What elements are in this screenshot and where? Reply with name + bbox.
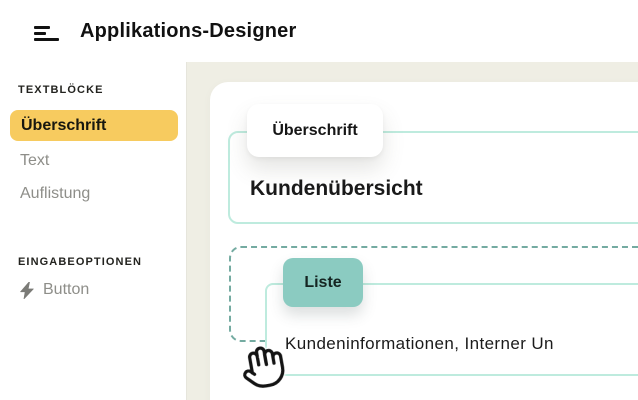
list-chip-label: Liste: [304, 273, 342, 291]
sidebar-item-button[interactable]: Button: [20, 280, 89, 300]
header-bar: Applikations-Designer: [0, 0, 638, 62]
sidebar-section-eingabeoptionen: EINGABEOPTIONEN: [18, 256, 143, 268]
heading-block-chip[interactable]: Überschrift: [247, 104, 383, 157]
sidebar-item-label: Überschrift: [21, 116, 107, 134]
sidebar-item-text[interactable]: Text: [20, 152, 50, 169]
hamburger-icon[interactable]: [34, 26, 60, 42]
heading-block-outline[interactable]: [228, 131, 638, 224]
heading-block-text: Kundenübersicht: [250, 177, 423, 200]
sidebar-section-textbloecke: TEXTBLÖCKE: [18, 84, 104, 96]
sidebar-item-ueberschrift[interactable]: Überschrift: [10, 110, 178, 141]
sidebar: TEXTBLÖCKE Überschrift Text Auflistung E…: [0, 62, 187, 400]
list-block-text: Kundeninformationen, Interner Un: [285, 334, 554, 353]
lightning-bolt-icon: [20, 281, 34, 299]
sidebar-item-label: Button: [43, 281, 90, 298]
designer-canvas: Überschrift Kundenübersicht Kundeninform…: [187, 62, 638, 400]
app-title: Applikations-Designer: [80, 19, 297, 42]
sidebar-item-auflistung[interactable]: Auflistung: [20, 185, 91, 202]
heading-chip-label: Überschrift: [272, 121, 358, 139]
list-block-chip[interactable]: Liste: [283, 258, 363, 307]
